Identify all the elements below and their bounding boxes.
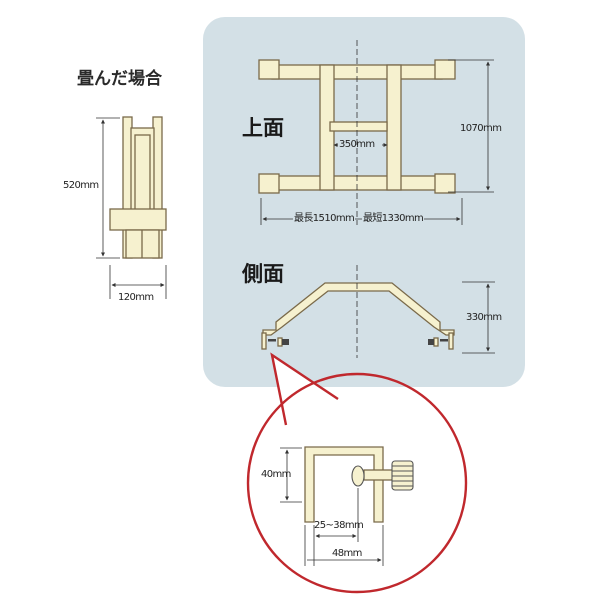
top-view-frame [258, 59, 456, 194]
side-view-title: 側面 [242, 262, 284, 286]
length-max-label: 最長1510mm [293, 213, 356, 224]
depth-label: 1070mm [460, 123, 502, 134]
folded-dimensions [96, 117, 167, 299]
folded-frame [109, 116, 167, 259]
side-view-knobs [268, 339, 448, 345]
folded-height-label: 520mm [63, 180, 99, 191]
folded-title: 畳んだ場合 [77, 69, 162, 89]
clamp-screw [351, 460, 414, 491]
side-height-label: 330mm [466, 312, 502, 323]
clamp-dimensions [280, 447, 384, 566]
inner-width-label: 350mm [339, 139, 375, 150]
folded-width-label: 120mm [118, 292, 154, 303]
clamp-width-label: 48mm [332, 548, 362, 559]
clamp-height-label: 40mm [261, 469, 291, 480]
length-min-label: 最短1330mm [362, 213, 425, 224]
side-view-dimensions [356, 265, 495, 358]
side-view-frame [261, 282, 455, 350]
top-view-title: 上面 [242, 116, 284, 140]
clamp-grip-range-label: 25~38mm [314, 520, 364, 531]
